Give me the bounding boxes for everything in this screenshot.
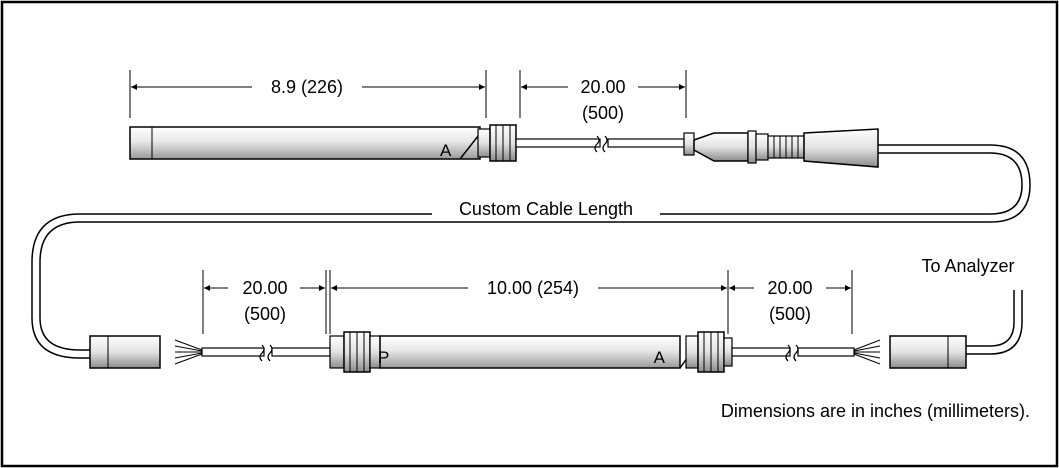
top-cable-boot xyxy=(803,128,879,168)
dim-bottom-housing: 10.00 (254) xyxy=(329,270,729,334)
top-cable-length-value: 20.00 xyxy=(580,77,625,97)
custom-cable-length-label: Custom Cable Length xyxy=(459,199,633,219)
bottom-left-cable-value: 20.00 xyxy=(242,278,287,298)
top-probe-length-label: 8.9 (226) xyxy=(271,77,343,97)
top-probe-rod xyxy=(129,126,481,160)
bottom-housing-length-label: 10.00 (254) xyxy=(487,278,579,298)
dim-bottom-right-cable: 20.00 (500) xyxy=(729,270,853,334)
dim-top-probe: 8.9 (226) xyxy=(129,70,487,118)
top-cable-length-mm: (500) xyxy=(582,103,624,123)
bottom-right-cable-value: 20.00 xyxy=(767,278,812,298)
bottom-marker-a: A xyxy=(654,348,666,367)
bottom-housing xyxy=(379,335,681,369)
custom-cable-inner xyxy=(31,152,1023,359)
bottom-right-wires xyxy=(853,339,881,365)
bottom-right-plug xyxy=(889,335,967,369)
bottom-right-cable-mm: (500) xyxy=(769,304,811,324)
analyzer-cable-inner xyxy=(966,290,1015,347)
analyzer-cable-outer xyxy=(966,290,1023,355)
bottom-marker-p: P xyxy=(378,348,389,367)
dim-bottom-left-cable: 20.00 (500) xyxy=(202,270,327,334)
to-analyzer-label: To Analyzer xyxy=(921,256,1014,276)
top-probe-assembly: A xyxy=(129,124,879,168)
dimensions-note: Dimensions are in inches (millimeters). xyxy=(721,401,1030,421)
custom-cable-outer xyxy=(39,144,1031,351)
top-connector-body xyxy=(693,132,749,162)
dim-top-cable: 20.00 (500) xyxy=(519,70,687,123)
top-marker-a: A xyxy=(440,141,452,160)
bottom-left-plug xyxy=(89,335,161,369)
bottom-left-cable-mm: (500) xyxy=(244,304,286,324)
bottom-left-wires xyxy=(174,339,203,365)
